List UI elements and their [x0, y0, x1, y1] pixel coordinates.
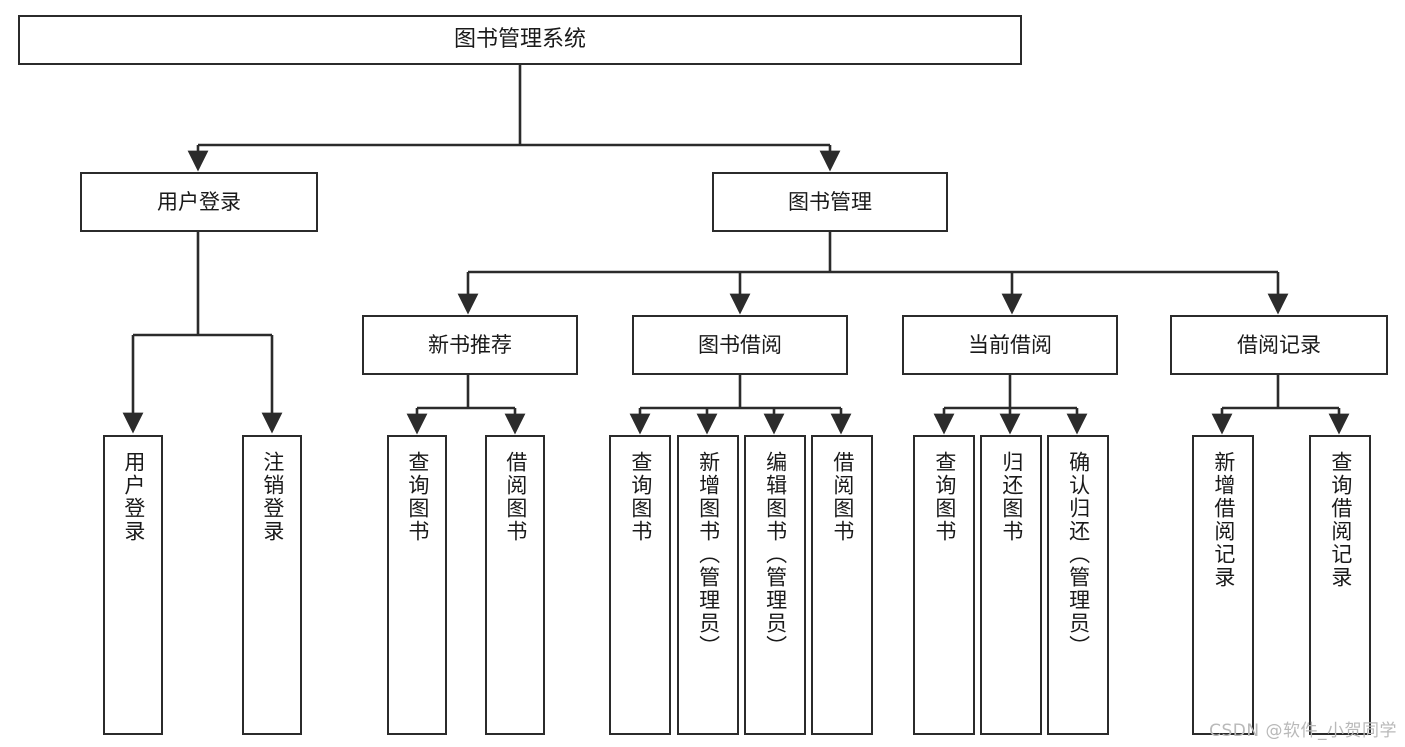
node-label: 当前借阅	[968, 332, 1052, 357]
leaf-borrow-query-book[interactable]: 查询图书	[609, 435, 671, 735]
node-label: 编辑图书（管理员）	[763, 451, 788, 658]
node-label: 图书管理	[788, 189, 872, 214]
node-book-management[interactable]: 图书管理	[712, 172, 948, 232]
node-book-borrowing[interactable]: 图书借阅	[632, 315, 848, 375]
node-label: 用户登录	[157, 189, 241, 214]
node-label: 借阅记录	[1237, 332, 1321, 357]
node-label: 查询图书	[628, 451, 653, 543]
leaf-borrow-add-book-admin[interactable]: 新增图书（管理员）	[677, 435, 739, 735]
node-label: 图书借阅	[698, 332, 782, 357]
node-label: 借阅图书	[830, 451, 855, 543]
leaf-borrow-lend-book[interactable]: 借阅图书	[811, 435, 873, 735]
csdn-watermark: CSDN @软件_小贺同学	[1209, 721, 1397, 741]
node-label: 归还图书	[999, 451, 1024, 543]
node-label: 新增图书（管理员）	[696, 451, 721, 658]
node-label: 用户登录	[121, 451, 146, 543]
leaf-current-query-book[interactable]: 查询图书	[913, 435, 975, 735]
leaf-user-login[interactable]: 用户登录	[103, 435, 163, 735]
leaf-newbook-query-book[interactable]: 查询图书	[387, 435, 447, 735]
node-root-system[interactable]: 图书管理系统	[18, 15, 1022, 65]
leaf-user-logout[interactable]: 注销登录	[242, 435, 302, 735]
node-current-borrowing[interactable]: 当前借阅	[902, 315, 1118, 375]
leaf-records-add-record[interactable]: 新增借阅记录	[1192, 435, 1254, 735]
node-new-book-recommendation[interactable]: 新书推荐	[362, 315, 578, 375]
node-borrowing-records[interactable]: 借阅记录	[1170, 315, 1388, 375]
node-label: 图书管理系统	[453, 27, 586, 53]
leaf-current-confirm-return-admin[interactable]: 确认归还（管理员）	[1047, 435, 1109, 735]
leaf-borrow-edit-book-admin[interactable]: 编辑图书（管理员）	[744, 435, 806, 735]
node-label: 借阅图书	[503, 451, 528, 543]
node-label: 注销登录	[260, 451, 285, 543]
node-label: 查询图书	[405, 451, 430, 543]
node-label: 新增借阅记录	[1211, 451, 1236, 589]
leaf-newbook-borrow-book[interactable]: 借阅图书	[485, 435, 545, 735]
node-label: 查询借阅记录	[1328, 451, 1353, 589]
node-label: 确认归还（管理员）	[1066, 451, 1091, 658]
leaf-records-query-record[interactable]: 查询借阅记录	[1309, 435, 1371, 735]
leaf-current-return-book[interactable]: 归还图书	[980, 435, 1042, 735]
node-user-login[interactable]: 用户登录	[80, 172, 318, 232]
node-label: 查询图书	[932, 451, 957, 543]
node-label: 新书推荐	[428, 332, 512, 357]
